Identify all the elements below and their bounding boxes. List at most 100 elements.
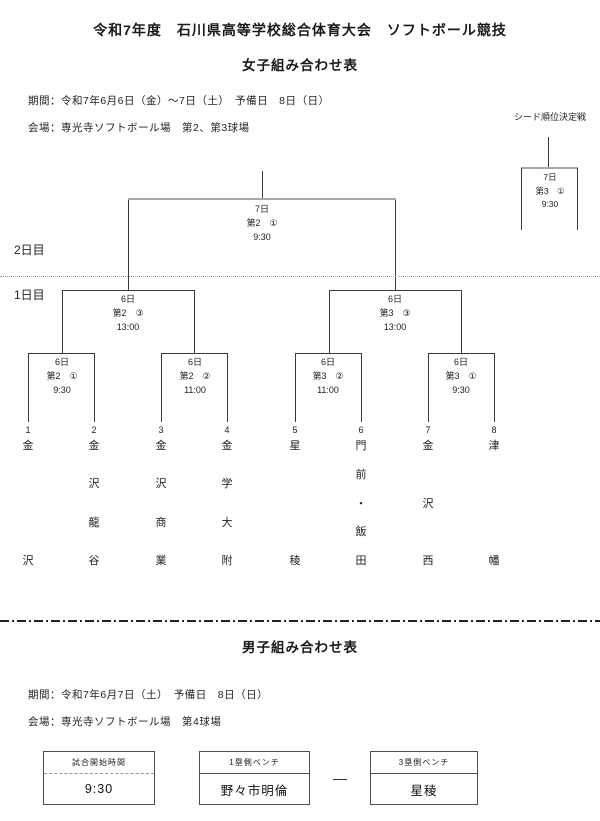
team-name: 門前・飯田 — [355, 440, 367, 567]
round1-leg-line — [94, 354, 95, 422]
day-separator-dotted-line — [0, 276, 600, 277]
match-semifinal-right: 6日 第3 ③ 13:00 — [350, 292, 440, 334]
team-name: 星稜 — [289, 440, 301, 567]
team-1: 1 金沢 — [17, 423, 39, 567]
final-top-line — [128, 198, 396, 200]
versus-dash: — — [333, 770, 347, 786]
semifinal-left-leg-line — [194, 291, 195, 353]
match-time: 11:00 — [184, 385, 206, 395]
match-time: 9:30 — [53, 385, 71, 395]
team-name: 金沢商業 — [155, 440, 167, 567]
match-slot: 第2 ② — [179, 371, 211, 381]
match-date: 6日 — [120, 294, 135, 304]
match-time: 13:00 — [383, 322, 407, 332]
semifinal-right-leg-line — [461, 291, 462, 353]
match-slot: 第2 ① — [246, 218, 278, 228]
match-time: 9:30 — [253, 232, 271, 242]
match-date: 7日 — [543, 172, 557, 182]
match-final: 7日 第2 ① 9:30 — [217, 202, 307, 244]
match-slot: 第3 ③ — [379, 308, 411, 318]
final-stem-line — [262, 171, 263, 199]
team-seed-number: 2 — [91, 425, 97, 435]
round1-leg-line — [227, 354, 228, 422]
match-date: 6日 — [54, 357, 69, 367]
men-venue: 会場：専光寺ソフトボール場 第4球場 — [28, 716, 222, 728]
semifinal-left-top-line — [62, 290, 195, 291]
team-name: 津幡 — [488, 440, 500, 567]
round1-leg-line — [494, 354, 495, 422]
team-seed-number: 3 — [158, 425, 164, 435]
round1-top-line — [295, 353, 362, 354]
match-date: 6日 — [453, 357, 468, 367]
team-8: 8 津幡 — [483, 423, 505, 567]
start-time-box: 試合開始時間 9:30 — [43, 751, 155, 805]
match-seed: 7日 第3 ① 9:30 — [510, 171, 590, 212]
team-2: 2 金沢龍谷 — [83, 423, 105, 567]
round1-leg-line — [361, 354, 362, 422]
match-semifinal-left: 6日 第2 ③ 13:00 — [83, 292, 173, 334]
match-slot: 第2 ③ — [112, 308, 144, 318]
match-round1-2: 6日 第2 ② 11:00 — [150, 355, 240, 397]
section-separator-dashdot-line — [0, 620, 600, 622]
team-6: 6 門前・飯田 — [350, 423, 372, 567]
seed-bracket-right-leg-line — [577, 168, 578, 230]
team-4: 4 金学大附 — [216, 423, 238, 567]
match-time: 13:00 — [116, 322, 140, 332]
page-title: 令和7年度 石川県高等学校総合体育大会 ソフトボール競技 — [93, 22, 507, 38]
team-name: 金沢西 — [422, 440, 434, 567]
day1-label: 1日目 — [14, 288, 45, 302]
women-period: 期間：令和7年6月6日（金）～7日（土） 予備日 8日（日） — [28, 95, 330, 107]
third-base-team: 星稜 — [410, 783, 438, 798]
round1-leg-line — [161, 354, 162, 422]
seed-match-label: シード順位決定戦 — [513, 112, 586, 122]
round1-top-line — [28, 353, 95, 354]
match-round1-4: 6日 第3 ① 9:30 — [416, 355, 506, 397]
third-base-bench-header: 3塁側ベンチ — [371, 752, 477, 774]
match-slot: 第3 ① — [445, 371, 477, 381]
start-time-header: 試合開始時間 — [44, 752, 154, 774]
round1-top-line — [428, 353, 495, 354]
round1-leg-line — [428, 354, 429, 422]
final-left-leg-line — [128, 200, 129, 290]
round1-leg-line — [295, 354, 296, 422]
semifinal-right-top-line — [329, 290, 462, 291]
team-seed-number: 8 — [491, 425, 497, 435]
third-base-bench-box: 3塁側ベンチ 星稜 — [370, 751, 478, 805]
first-base-bench-box: 1塁側ベンチ 野々市明倫 — [199, 751, 310, 805]
first-base-team: 野々市明倫 — [220, 783, 289, 798]
team-name: 金沢 — [22, 440, 34, 567]
team-3: 3 金沢商業 — [150, 423, 172, 567]
round1-leg-line — [28, 354, 29, 422]
match-slot: 第3 ② — [312, 371, 344, 381]
team-5: 5 星稜 — [284, 423, 306, 567]
semifinal-right-leg-line — [329, 291, 330, 353]
team-seed-number: 4 — [224, 425, 230, 435]
match-time: 9:30 — [452, 385, 470, 395]
first-base-bench-header: 1塁側ベンチ — [200, 752, 309, 774]
match-round1-3: 6日 第3 ② 11:00 — [283, 355, 373, 397]
men-period: 期間：令和7年6月7日（土） 予備日 8日（日） — [28, 689, 269, 701]
start-time-value: 9:30 — [84, 782, 114, 796]
team-seed-number: 1 — [25, 425, 31, 435]
match-slot: 第2 ① — [46, 371, 78, 381]
match-time: 11:00 — [317, 385, 339, 395]
match-date: 6日 — [320, 357, 335, 367]
seed-bracket-left-leg-line — [521, 168, 522, 230]
team-seed-number: 7 — [425, 425, 431, 435]
team-seed-number: 6 — [358, 425, 364, 435]
day2-label: 2日目 — [14, 243, 45, 257]
seed-bracket-top-line — [521, 167, 578, 169]
match-time: 9:30 — [541, 199, 559, 209]
match-slot: 第3 ① — [535, 185, 565, 196]
match-date: 6日 — [187, 357, 202, 367]
round1-top-line — [161, 353, 228, 354]
match-round1-1: 6日 第2 ① 9:30 — [17, 355, 107, 397]
seed-bracket-stem-line — [548, 137, 549, 167]
women-subtitle: 女子組み合わせ表 — [242, 58, 358, 73]
women-venue: 会場：専光寺ソフトボール場 第2、第3球場 — [28, 122, 250, 134]
team-name: 金学大附 — [221, 440, 233, 567]
team-7: 7 金沢西 — [417, 423, 439, 567]
team-name: 金沢龍谷 — [88, 440, 100, 567]
final-right-leg-line — [395, 200, 396, 290]
